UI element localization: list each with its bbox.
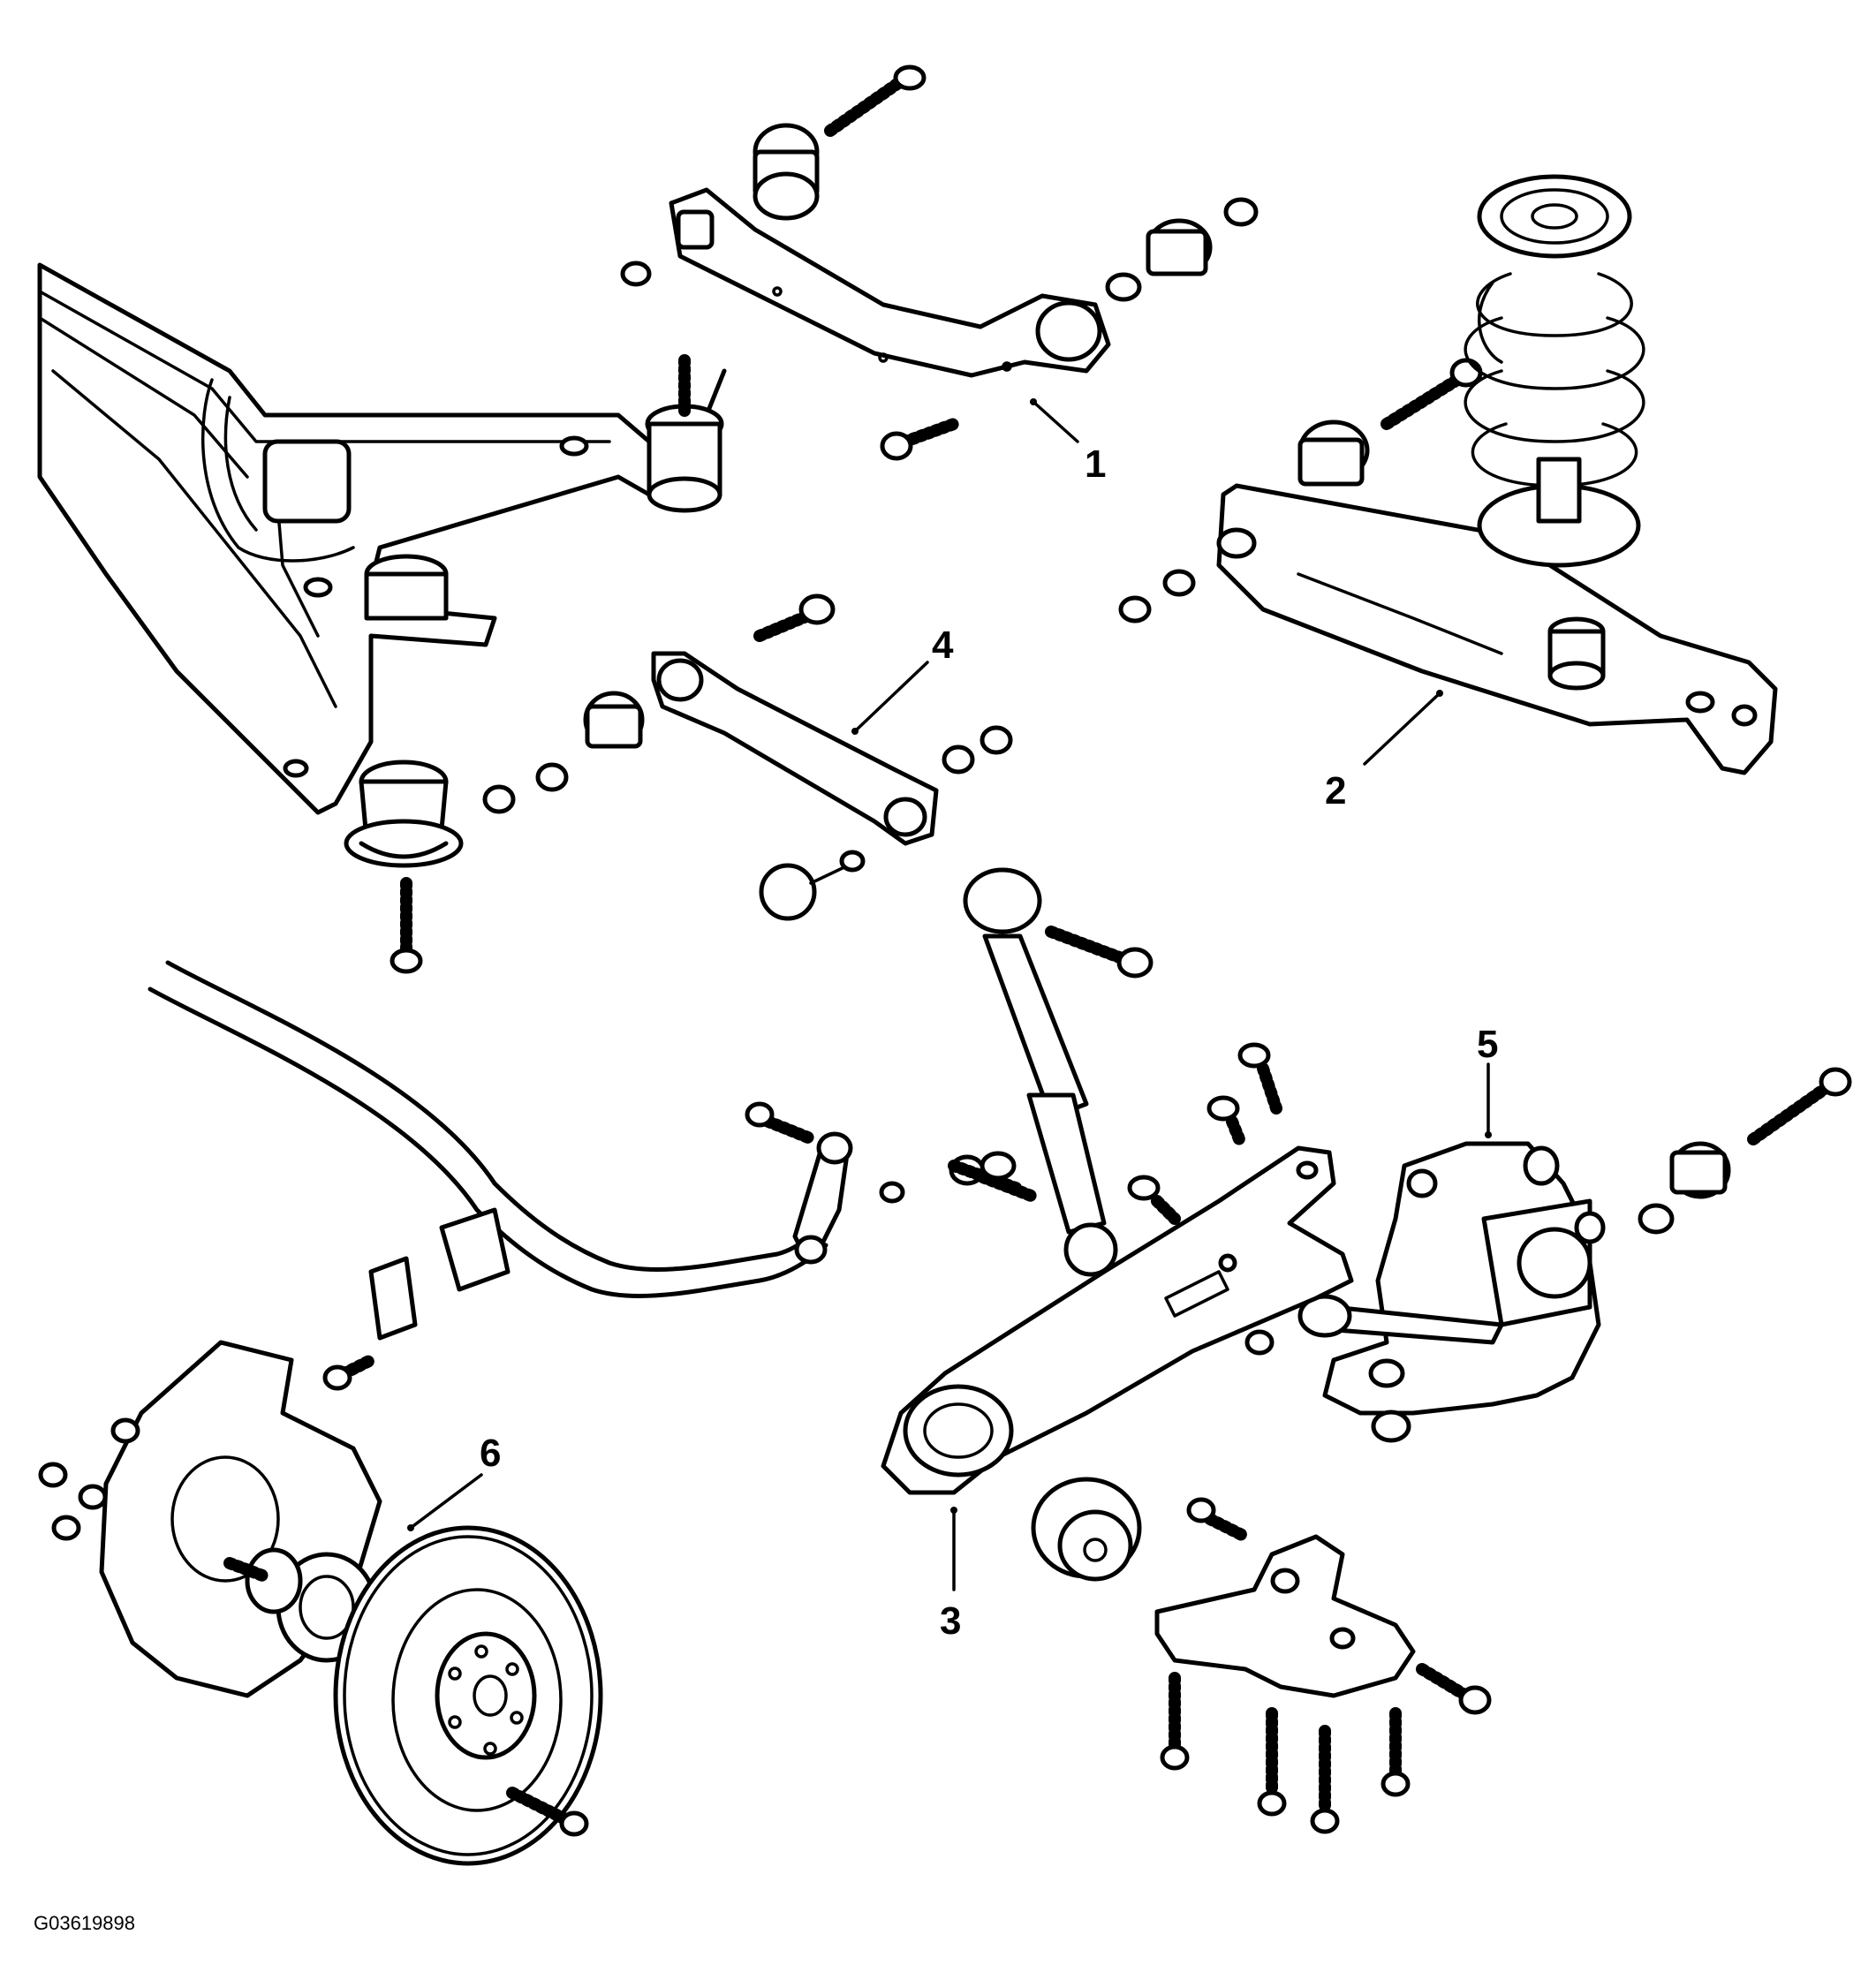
callout-4-label: 4 — [932, 624, 954, 667]
callout-3-label: 3 — [940, 1599, 961, 1643]
callout-4: 4 — [851, 624, 954, 735]
knuckle — [1297, 1067, 1852, 1443]
callout-6: 6 — [407, 1432, 501, 1531]
trailing-arm-bracket — [1154, 1497, 1492, 1834]
subframe-mount-bushing — [344, 760, 464, 974]
callout-5-label: 5 — [1477, 1023, 1498, 1066]
upper-control-arm — [620, 64, 1259, 461]
lower-spring-link — [1118, 358, 1778, 775]
figure-code: G03619898 — [34, 1912, 135, 1934]
callout-2-label: 2 — [1325, 769, 1346, 812]
callout-3: 3 — [940, 1507, 961, 1643]
wheel-hub — [223, 1547, 378, 1663]
callout-1: 1 — [1030, 398, 1106, 486]
stabilizer-bar — [148, 960, 905, 1391]
callout-1-label: 1 — [1085, 442, 1106, 486]
trailing-arm — [881, 1042, 1354, 1582]
callout-6-label: 6 — [480, 1432, 501, 1475]
toe-link — [482, 593, 1013, 921]
rear-subframe — [37, 262, 727, 815]
coil-spring — [1464, 174, 1645, 568]
brake-disc — [333, 1525, 603, 1866]
callout-2: 2 — [1325, 690, 1443, 812]
shock-absorber — [949, 867, 1154, 1277]
callout-5: 5 — [1477, 1023, 1498, 1138]
